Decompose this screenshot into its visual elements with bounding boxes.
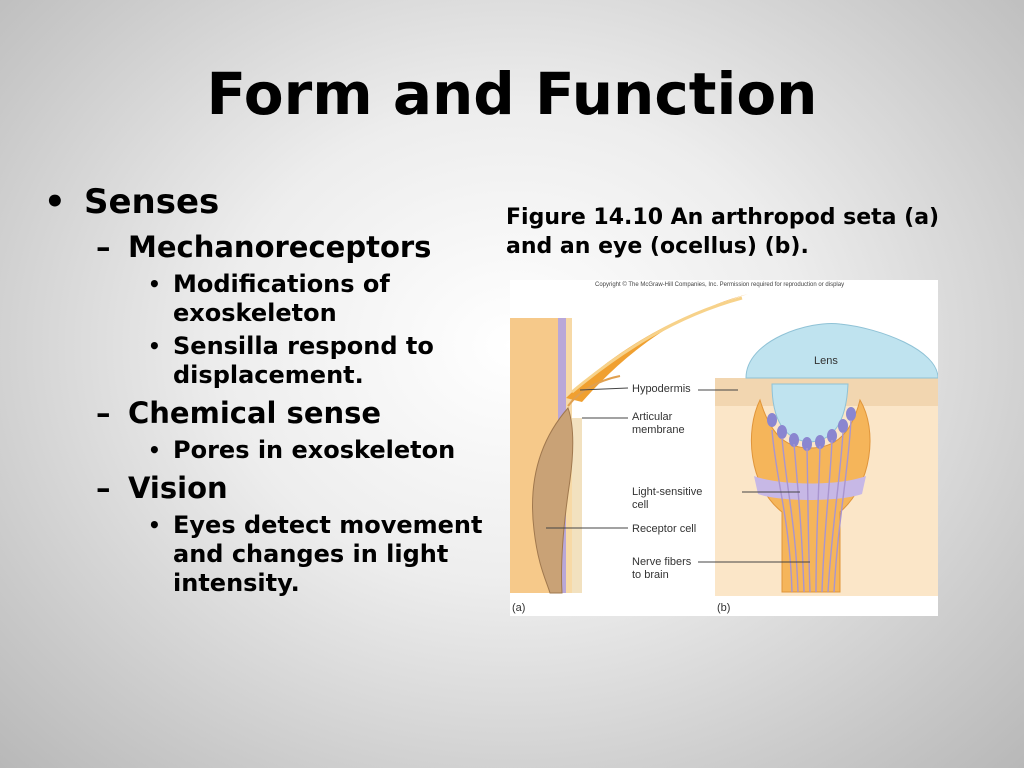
- label-light-sensitive-2: cell: [632, 499, 649, 511]
- hypodermis-strip: [572, 418, 582, 593]
- label-nerve-fibers-1: Nerve fibers: [632, 556, 692, 568]
- label-lens: Lens: [814, 355, 838, 367]
- label-articular-1: Articular: [632, 411, 673, 423]
- bullet-eyes: Eyes detect movement and changes in ligh…: [40, 511, 500, 598]
- slide-title: Form and Function: [206, 60, 818, 128]
- label-hypodermis: Hypodermis: [632, 383, 691, 395]
- bullet-chemical-sense: Chemical sense: [40, 394, 500, 432]
- bullet-senses: Senses: [40, 180, 500, 224]
- label-nerve-fibers-2: to brain: [632, 569, 669, 581]
- receptor-cell: [531, 407, 574, 594]
- copyright-text: Copyright © The McGraw-Hill Companies, I…: [595, 281, 844, 288]
- bullet-pores: Pores in exoskeleton: [40, 436, 500, 465]
- figure-arthropod-seta-ocellus: Copyright © The McGraw-Hill Companies, I…: [510, 280, 938, 616]
- pigment-cells: [767, 407, 856, 451]
- bullet-sensilla: Sensilla respond to displacement.: [40, 332, 500, 390]
- label-panel-b: (b): [717, 602, 730, 614]
- figure-caption: Figure 14.10 An arthropod seta (a) and a…: [506, 205, 940, 259]
- bullet-list: Senses Mechanoreceptors Modifications of…: [40, 180, 500, 598]
- bullet-vision: Vision: [40, 469, 500, 507]
- bullet-mechanoreceptors: Mechanoreceptors: [40, 228, 500, 266]
- label-light-sensitive-1: Light-sensitive: [632, 486, 702, 498]
- figure-illustration: Copyright © The McGraw-Hill Companies, I…: [510, 281, 938, 614]
- nerve-fibers: [771, 419, 852, 593]
- bullet-mod-exoskeleton: Modifications of exoskeleton: [40, 270, 500, 328]
- lens: [745, 322, 938, 379]
- label-receptor-cell: Receptor cell: [632, 523, 696, 535]
- light-sensitive-band: [754, 476, 866, 500]
- label-articular-2: membrane: [632, 424, 685, 436]
- label-panel-a: (a): [512, 602, 525, 614]
